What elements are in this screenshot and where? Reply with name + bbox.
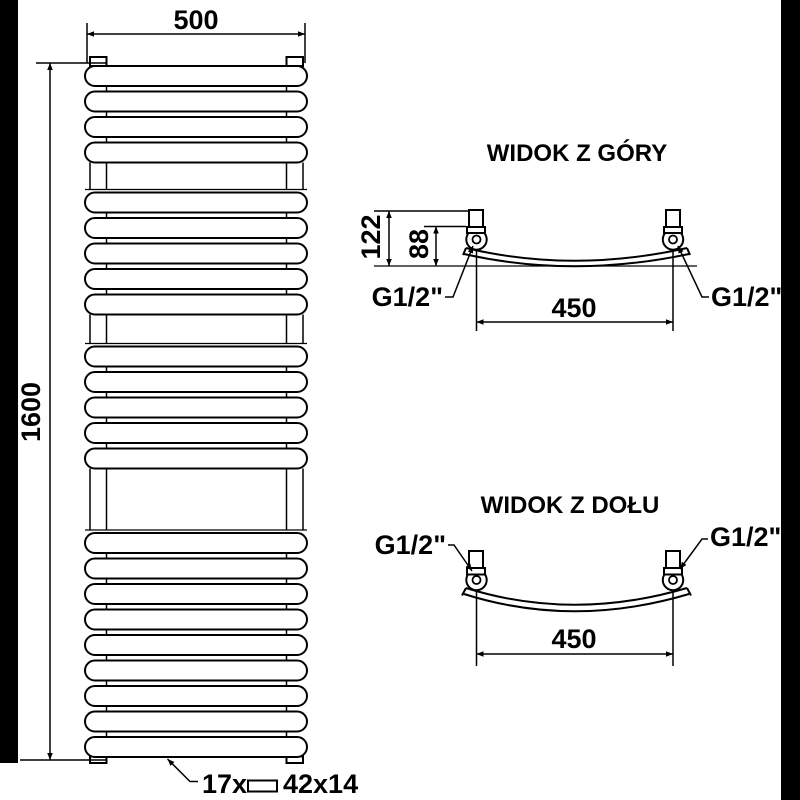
radiator-bar	[84, 685, 308, 707]
tab-top-right	[285, 56, 304, 67]
tab-top-left	[89, 56, 108, 67]
radiator-bar	[84, 608, 308, 631]
pipe-stub	[665, 209, 681, 228]
leader-g12-bottom-left	[448, 544, 473, 572]
radiator-bar	[84, 422, 308, 444]
radiator-bar	[84, 396, 308, 419]
dim-conn-spacing-top-label: 450	[551, 293, 596, 323]
bar-front-edge	[465, 587, 688, 606]
dim-450-top	[475, 251, 674, 331]
front-view: 500 1600	[16, 5, 308, 783]
arc-bar-top-view	[462, 247, 691, 268]
bar-front-edge	[465, 247, 688, 262]
pipe-stub	[468, 209, 484, 228]
bar-end-cut-left	[461, 587, 467, 596]
radiator-bar	[84, 634, 308, 656]
leader-g12-bottom-right	[679, 538, 708, 570]
top-view: 122 88 450	[356, 209, 709, 331]
g12-label-top-left: G1/2"	[372, 282, 443, 312]
radiator-bar	[84, 371, 308, 393]
leader-g12-top-right	[677, 245, 709, 298]
dim-500	[86, 23, 306, 63]
dim-conn-spacing-bottom-label: 450	[551, 624, 596, 654]
dim-450-bottom	[475, 592, 674, 666]
dim-width-label: 500	[173, 5, 218, 35]
radiator-bars	[84, 65, 308, 758]
fitting-left-bottom-view	[465, 550, 488, 592]
radiator-bar	[84, 710, 308, 733]
radiator-bar	[84, 736, 308, 758]
radiator-bar	[84, 557, 308, 580]
radiator-bar	[84, 659, 308, 682]
scan-band-right	[781, 0, 800, 800]
dim-height-label: 1600	[16, 382, 46, 442]
note-count-label: 17x	[202, 769, 247, 799]
pipe-stub	[665, 550, 681, 569]
pipe-stub	[468, 550, 484, 569]
bar-back-edge	[463, 593, 690, 613]
radiator-bar	[84, 268, 308, 290]
union-bore-circle	[471, 234, 482, 245]
radiator-bar	[84, 90, 308, 113]
bar-end-cut-left	[462, 247, 467, 256]
bottom-view-title: WIDOK Z DOŁU	[481, 492, 660, 519]
radiator-bar	[84, 242, 308, 265]
radiator-bar	[84, 217, 308, 239]
scan-band-left	[0, 0, 18, 763]
g12-label-bottom-right: G1/2"	[710, 522, 781, 552]
union-bore-circle	[668, 234, 678, 245]
radiator-bar	[84, 345, 308, 368]
radiator-bar	[84, 116, 308, 138]
dim-122	[374, 210, 468, 266]
radiator-bar	[84, 191, 308, 214]
radiator-bar	[84, 293, 308, 316]
dim-88	[424, 225, 466, 266]
bar-end-cut-right	[686, 247, 691, 256]
dim-depth-collector-label: 88	[404, 229, 434, 259]
note-leader	[166, 758, 198, 783]
dim-1600	[20, 62, 107, 761]
radiator-bar	[84, 583, 308, 605]
dim-depth-total-label: 122	[356, 214, 386, 259]
radiator-bar	[84, 141, 308, 164]
radiator-bar	[84, 65, 308, 87]
bottom-view: 450	[448, 538, 708, 666]
radiator-bar	[84, 532, 308, 554]
fitting-left-top-view	[465, 209, 488, 251]
fitting-right-bottom-view	[661, 550, 685, 592]
leader-g12-top-left	[445, 245, 474, 298]
rect-profile-icon	[247, 779, 278, 793]
bar-end-cut-right	[686, 587, 692, 596]
fitting-right-top-view	[661, 209, 685, 251]
g12-label-top-right: G1/2"	[711, 282, 782, 312]
note-size-label: 42x14	[283, 769, 358, 799]
arc-bar-bottom-view	[461, 587, 692, 613]
top-view-title: WIDOK Z GÓRY	[487, 139, 667, 167]
g12-label-bottom-left: G1/2"	[375, 530, 446, 560]
radiator-bar	[84, 447, 308, 470]
union-bore-circle	[471, 575, 482, 585]
union-bore-circle	[668, 575, 678, 585]
